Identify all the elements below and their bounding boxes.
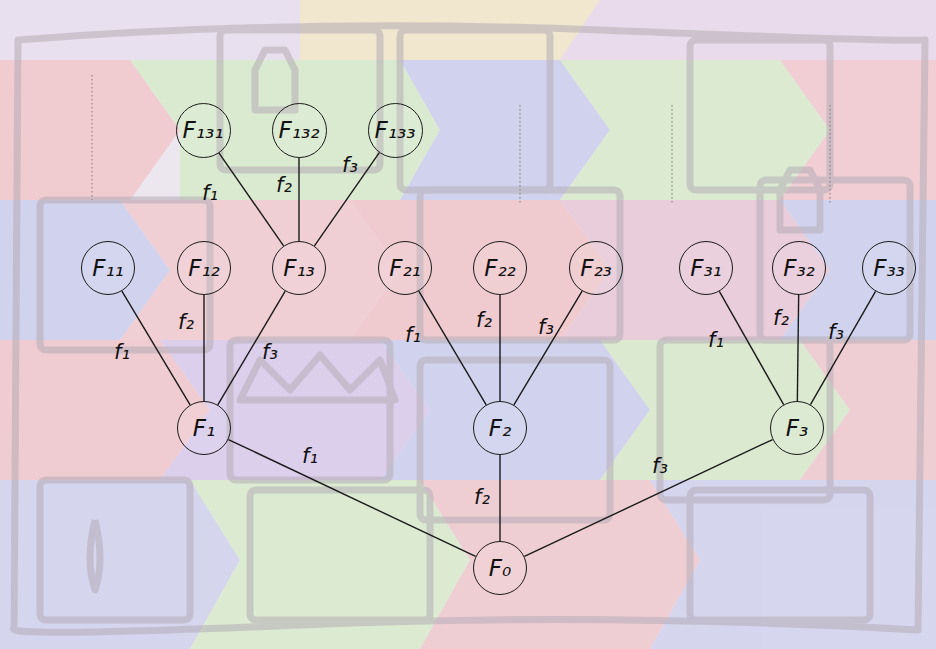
state-circle: F₁₂ [177,241,231,295]
tree-edge [228,440,475,557]
node-label: F₂₃ [580,257,612,280]
node-label: F₀ [489,557,511,580]
state-circle: F₁₃₁ [176,103,231,158]
state-circle: F₂₃ [569,241,623,295]
function-label: f₂ [276,175,292,196]
function-label: f₁ [114,342,130,363]
node-label: F₁₃₂ [279,119,320,142]
state-circle: F₂₂ [473,241,527,295]
state-circle: F₁₁ [81,241,135,295]
tree-edge [514,291,582,405]
node-label: F₁₁ [92,257,124,280]
function-label: f₃ [262,342,278,363]
function-label: f₃ [342,155,358,176]
state-circle: F₃₂ [772,241,826,295]
state-circle: F₁ [177,401,231,455]
tree-edge [797,295,798,401]
node-label: F₂₂ [484,257,516,280]
state-circle: F₃₁ [679,241,733,295]
node-label: F₁ [193,417,215,440]
node-label: F₃₁ [690,257,722,280]
function-label: f₂ [773,308,789,329]
function-label: f₁ [202,183,218,204]
state-circle: F₃₃ [862,241,916,295]
state-circle: F₁₃₂ [272,103,327,158]
tree-edge [219,153,284,246]
tree-edge [499,295,500,401]
tree-edge [218,291,285,405]
tree-edge [419,291,486,405]
function-label: f₁ [405,325,421,346]
node-label: F₁₃₃ [375,119,416,142]
function-label: f₃ [828,322,844,343]
function-label: f₁ [302,446,318,467]
function-label: f₂ [178,312,194,333]
tree-edge [203,295,204,401]
function-label: f₃ [538,317,554,338]
tree-edge [314,153,379,246]
tree-edge [810,291,875,404]
function-label: f₂ [474,487,490,508]
node-label: F₃ [786,417,808,440]
node-label: F₂ [489,417,511,440]
function-label: f₂ [476,310,492,331]
tree-edge [298,158,299,242]
state-circle: F₁₃ [272,241,326,295]
state-circle: F₂ [473,401,527,455]
tree-edge [122,291,190,405]
node-label: F₂₁ [389,257,421,280]
node-label: F₁₂ [188,257,220,280]
state-circle: F₀ [473,541,527,595]
state-circle: F₃ [770,401,824,455]
function-label: f₁ [708,330,724,351]
node-label: F₁₃₁ [183,119,224,142]
node-label: F₃₃ [873,257,905,280]
state-circle: F₂₁ [378,241,432,295]
function-label: f₃ [652,456,668,477]
node-label: F₁₃ [283,257,315,280]
state-circle: F₁₃₃ [368,103,423,158]
node-label: F₃₂ [783,257,815,280]
tree-edge [524,440,772,557]
tree-edge [499,455,500,541]
